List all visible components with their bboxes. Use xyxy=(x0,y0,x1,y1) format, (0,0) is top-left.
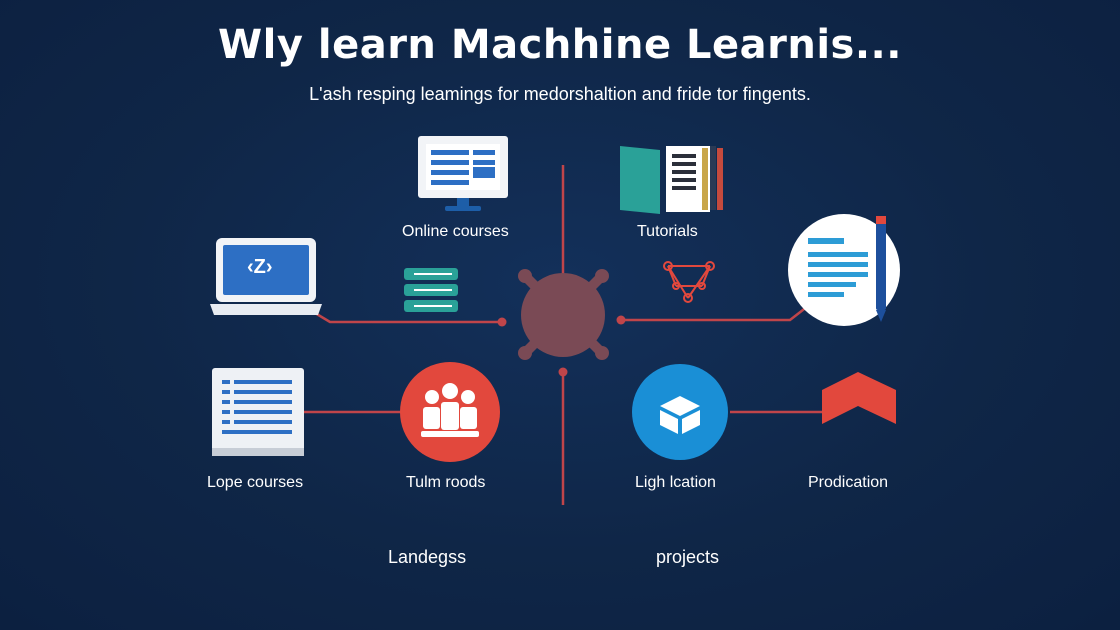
node-label-prodication: Prodication xyxy=(808,474,889,491)
document-pen-icon xyxy=(788,214,900,326)
page-title: Wly learn Machhine Learnis... xyxy=(218,22,902,68)
connector-dot xyxy=(558,367,568,377)
right-connector xyxy=(622,305,809,322)
book-stack-icon xyxy=(404,268,458,312)
people-icon xyxy=(400,362,500,462)
books-folder-icon xyxy=(620,146,723,214)
footer-label-left: Landegss xyxy=(388,547,467,567)
chevron-up-icon xyxy=(822,372,896,424)
connector-lines xyxy=(300,165,835,505)
monitor-icon xyxy=(418,136,508,211)
node-label-tulm-roods: Tulm roods xyxy=(406,474,486,491)
left-connector xyxy=(309,308,500,324)
cube-icon xyxy=(632,364,728,460)
connector-dot xyxy=(616,315,626,325)
laptop-icon xyxy=(210,238,322,315)
laptop-glyph: ‹Z› xyxy=(247,256,273,278)
node-label-tutorials: Tutorials xyxy=(637,223,698,240)
page-subtitle: L'ash resping leamings for medorshaltion… xyxy=(309,84,811,104)
book-icon xyxy=(212,368,304,456)
footer-label-right: projects xyxy=(656,547,720,567)
node-label-ligh-lcation: Ligh lcation xyxy=(635,474,716,491)
connector-dot xyxy=(497,317,507,327)
connector-dots xyxy=(497,315,626,377)
central-hub-icon xyxy=(518,269,609,360)
node-label-lope-courses: Lope courses xyxy=(207,474,304,491)
node-label-online-courses: Online courses xyxy=(402,223,509,240)
network-icon xyxy=(663,261,715,303)
